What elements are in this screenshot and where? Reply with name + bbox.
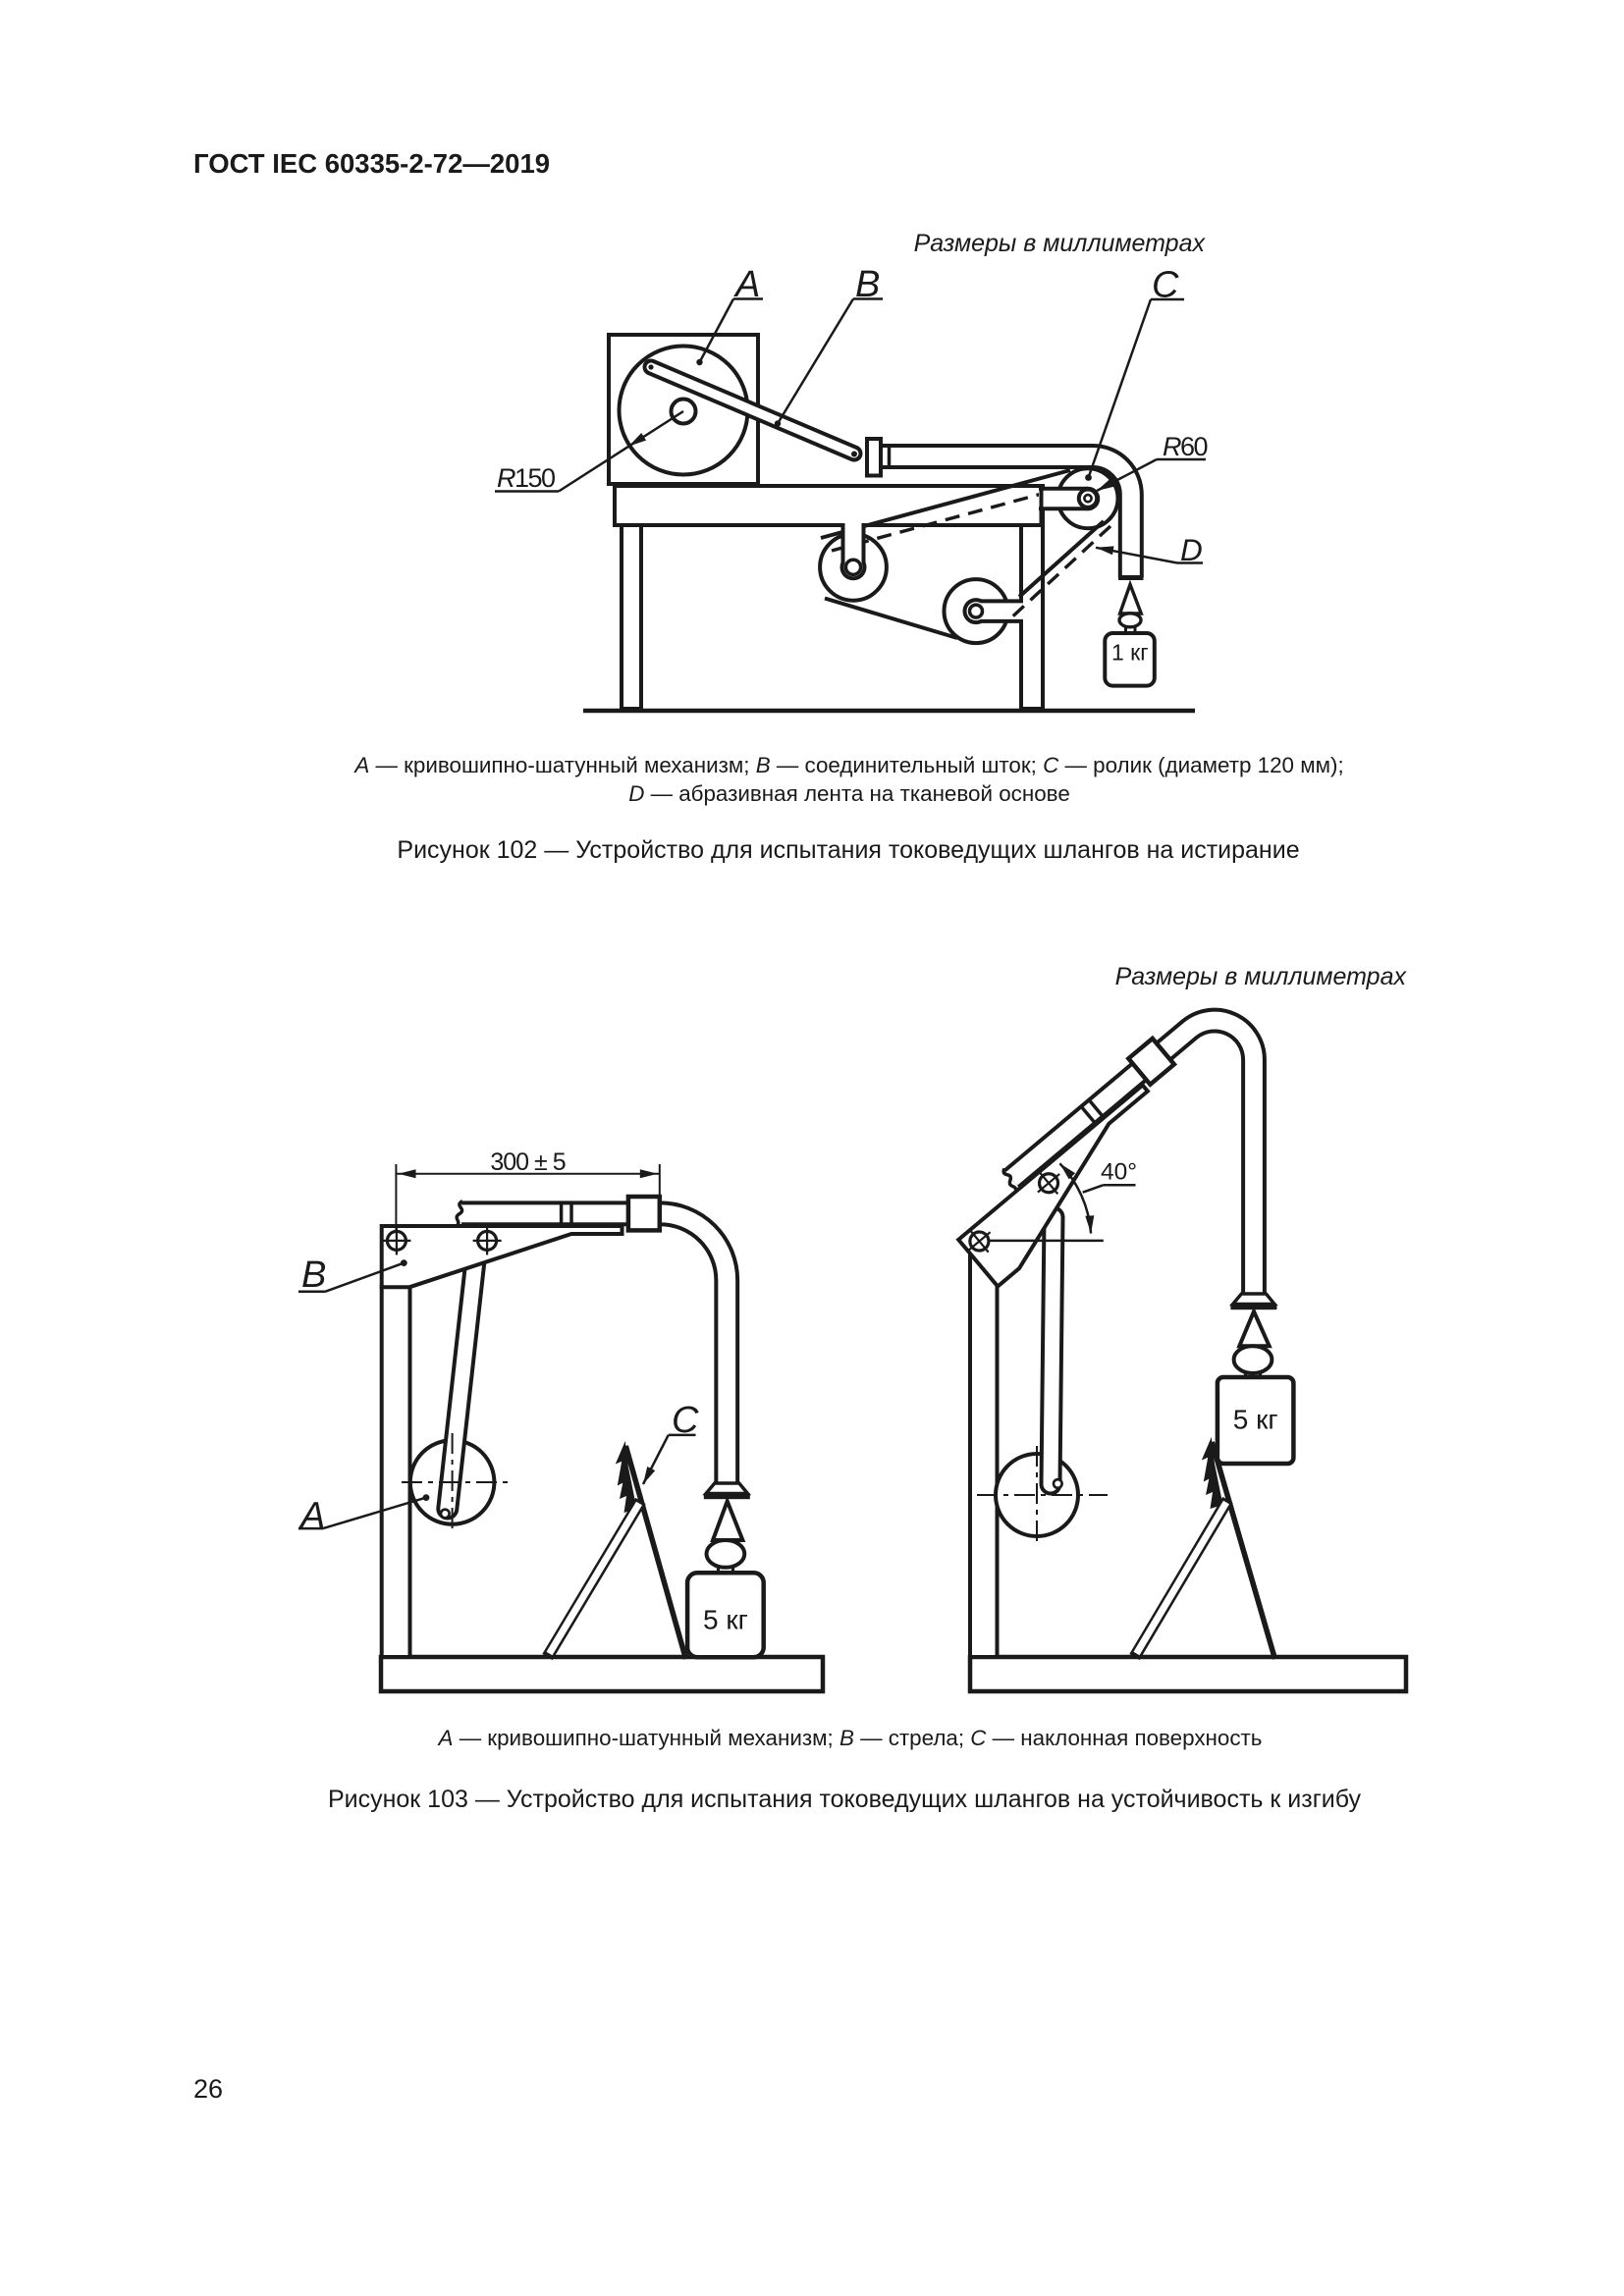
svg-text:А — кривошипно-шатунный механи: А — кривошипно-шатунный механизм; В — со… xyxy=(352,753,1343,777)
svg-text:Рисунок 103 — Устройство для и: Рисунок 103 — Устройство для испытания т… xyxy=(328,1786,1362,1813)
svg-text:1 кг: 1 кг xyxy=(1111,640,1149,666)
svg-text:A: A xyxy=(298,1496,325,1537)
svg-text:D: D xyxy=(1180,532,1203,567)
svg-text:Размеры в миллиметрах: Размеры в миллиметрах xyxy=(914,230,1207,257)
svg-text:ГОСТ IEC 60335-2-72—2019: ГОСТ IEC 60335-2-72—2019 xyxy=(193,148,550,179)
svg-text:R60: R60 xyxy=(1163,432,1208,461)
svg-text:40°: 40° xyxy=(1101,1159,1137,1186)
svg-text:А — кривошипно-шатунный механи: А — кривошипно-шатунный механизм; В — ст… xyxy=(437,1726,1263,1750)
svg-text:Рисунок 102 — Устройство для и: Рисунок 102 — Устройство для испытания т… xyxy=(397,836,1299,864)
svg-text:D — абразивная лента на тканев: D — абразивная лента на тканевой основе xyxy=(628,781,1070,806)
svg-text:5 кг: 5 кг xyxy=(703,1605,748,1635)
svg-text:B: B xyxy=(301,1255,326,1296)
svg-text:26: 26 xyxy=(193,2074,223,2104)
svg-text:R150: R150 xyxy=(497,463,555,493)
svg-text:Размеры в миллиметрах: Размеры в миллиметрах xyxy=(1115,963,1408,990)
svg-text:300 ± 5: 300 ± 5 xyxy=(490,1148,565,1176)
svg-text:5 кг: 5 кг xyxy=(1233,1405,1278,1435)
